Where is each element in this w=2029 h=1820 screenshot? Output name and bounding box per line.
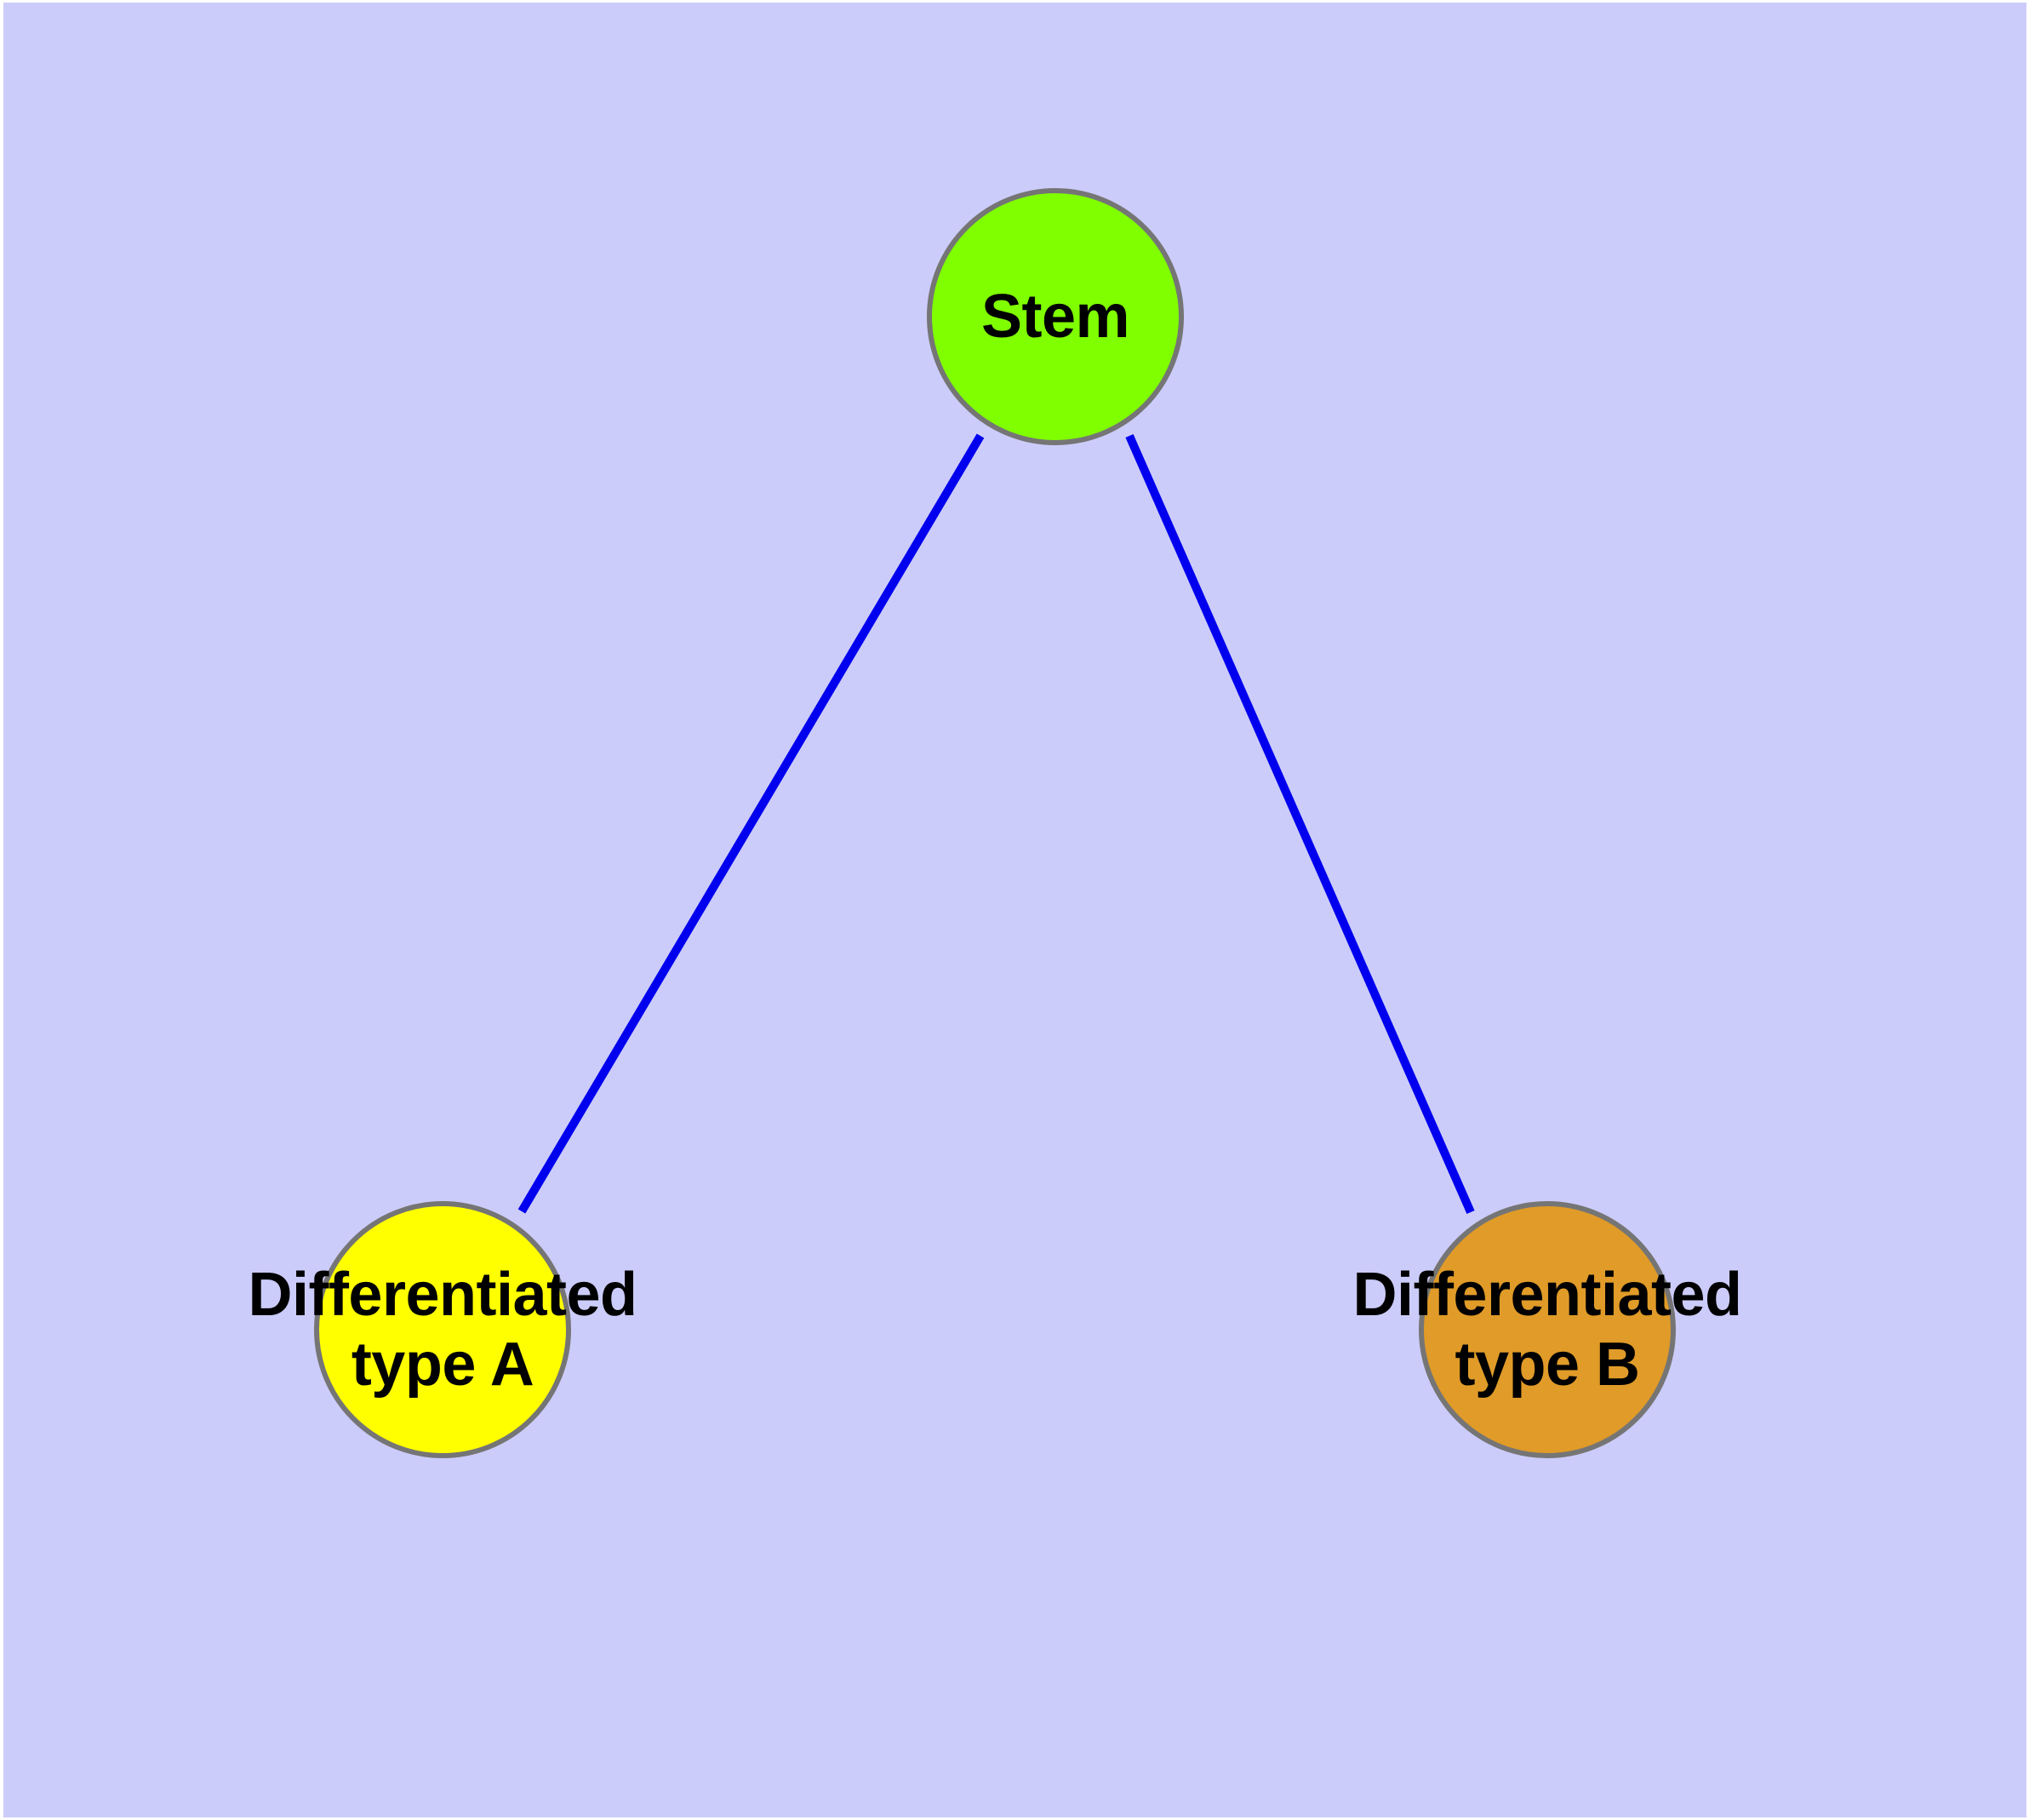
edge-stem-to-diff_b xyxy=(1125,433,1475,1215)
node-differentiated-type-b[interactable]: Differentiated type B xyxy=(1352,1201,1742,1458)
node-differentiated-type-a-circle xyxy=(314,1201,571,1458)
edge-group xyxy=(517,433,1475,1215)
node-differentiated-type-b-label: Differentiated type B xyxy=(1352,1260,1742,1399)
edge-stem-to-diff_a xyxy=(517,433,985,1214)
node-stem-circle xyxy=(927,188,1184,445)
node-differentiated-type-a[interactable]: Differentiated type A xyxy=(248,1201,637,1458)
node-differentiated-type-b-circle xyxy=(1419,1201,1676,1458)
node-stem-label: Stem xyxy=(980,282,1130,351)
node-differentiated-type-a-label: Differentiated type A xyxy=(248,1260,637,1399)
node-stem[interactable]: Stem xyxy=(927,188,1184,445)
